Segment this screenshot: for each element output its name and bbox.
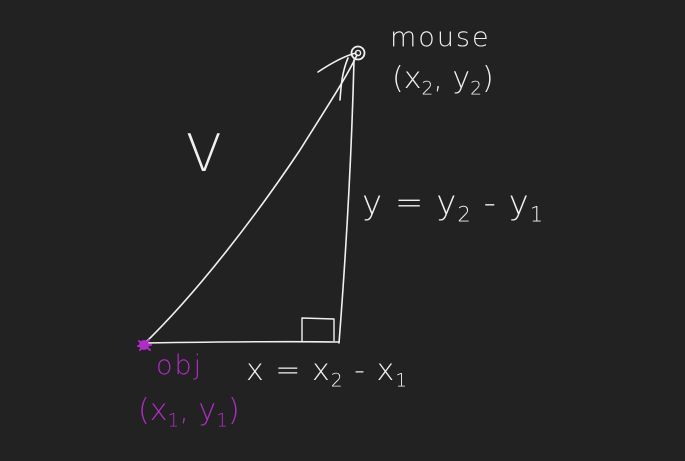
object-coords: (x1, y1) (138, 393, 240, 432)
vector-arrowhead (317, 52, 357, 101)
horizontal-equation: x = x2 - x1 (246, 353, 409, 392)
right-angle-marker (301, 317, 335, 342)
object-label: obj (156, 350, 204, 381)
horizontal-leg (144, 340, 340, 344)
mouse-point (350, 45, 366, 61)
vertical-equation: y = y2 - y1 (362, 183, 545, 227)
mouse-label: mouse (390, 22, 491, 53)
vertical-leg (338, 59, 355, 344)
vector-line (142, 54, 358, 346)
object-point (137, 339, 152, 351)
vector-label: V (186, 124, 222, 184)
mouse-coords: (x2, y2) (392, 61, 494, 100)
